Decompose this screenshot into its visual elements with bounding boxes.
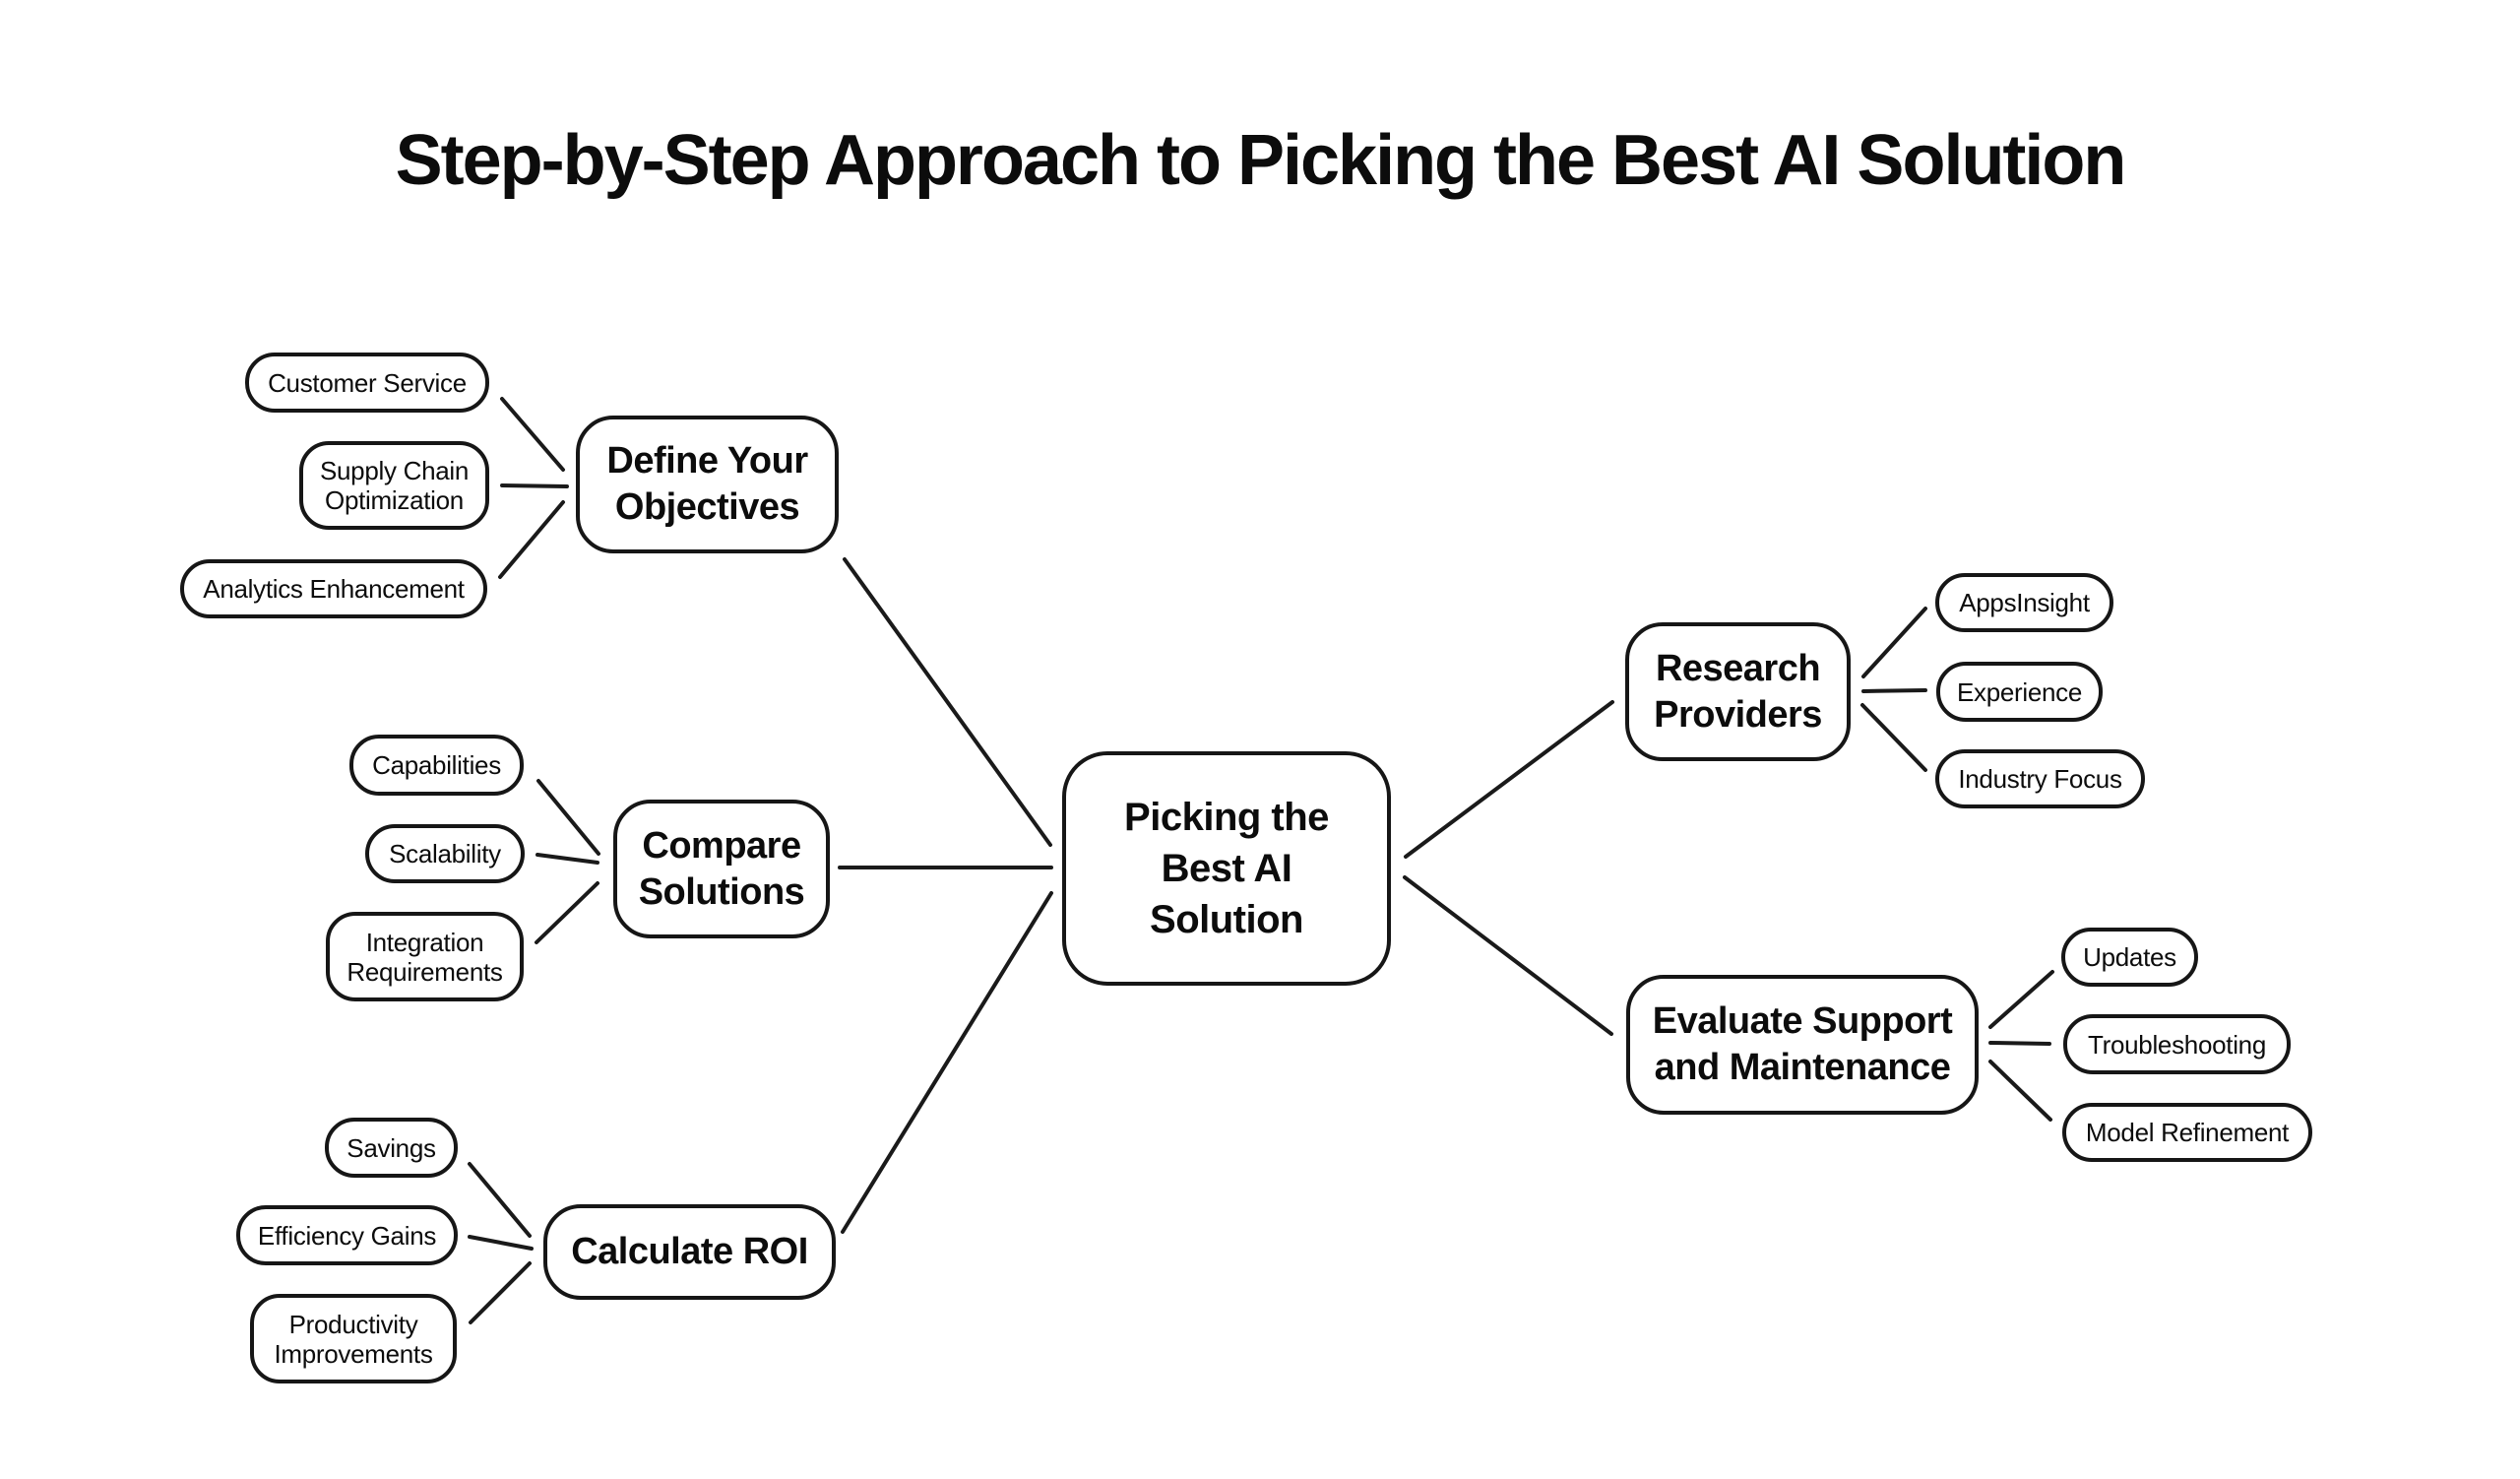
edge-root--evaluate-support-and-maintenance [1403, 875, 1613, 1036]
edge-research-providers--industry-focus [1860, 703, 1927, 772]
node-scalability: Scalability [365, 824, 525, 883]
node-define-your-objectives: Define Your Objectives [576, 416, 839, 553]
diagram-title: Step-by-Step Approach to Picking the Bes… [395, 121, 2127, 200]
edge-define-your-objectives--root [843, 557, 1052, 847]
edge-research-providers--appsinsight [1861, 607, 1927, 678]
edge-customer-service--define-your-objectives [500, 397, 565, 472]
node-picking-the-best-ai-solution: Picking the Best AI Solution [1062, 751, 1391, 986]
edge-capabilities--compare-solutions [536, 779, 600, 856]
node-analytics-enhancement: Analytics Enhancement [180, 559, 487, 618]
edge-integration-requirements--compare-solutions [535, 881, 599, 944]
node-calculate-roi: Calculate ROI [543, 1204, 836, 1300]
node-industry-focus: Industry Focus [1935, 749, 2145, 808]
node-integration-requirements: Integration Requirements [326, 912, 524, 1001]
node-research-providers: Research Providers [1625, 622, 1851, 761]
edge-efficiency-gains--calculate-roi [468, 1235, 534, 1251]
node-appsinsight: AppsInsight [1935, 573, 2113, 632]
edge-scalability--compare-solutions [536, 853, 599, 865]
node-model-refinement: Model Refinement [2062, 1103, 2312, 1162]
node-troubleshooting: Troubleshooting [2063, 1014, 2291, 1074]
edge-evaluate-support--updates [1988, 970, 2054, 1029]
node-productivity-improvements: Productivity Improvements [250, 1294, 457, 1383]
edge-research-providers--experience [1861, 688, 1927, 693]
edge-analytics-enhancement--define-your-objectives [498, 500, 565, 579]
node-capabilities: Capabilities [349, 735, 524, 796]
edge-savings--calculate-roi [468, 1162, 532, 1238]
edge-evaluate-support--troubleshooting [1988, 1041, 2051, 1046]
node-savings: Savings [325, 1118, 458, 1178]
edge-supply-chain-optimization--define-your-objectives [500, 483, 569, 488]
node-customer-service: Customer Service [245, 353, 489, 413]
node-evaluate-support-and-maintenance: Evaluate Support and Maintenance [1626, 975, 1979, 1115]
edge-root--research-providers [1404, 700, 1614, 859]
node-efficiency-gains: Efficiency Gains [236, 1205, 458, 1265]
node-compare-solutions: Compare Solutions [613, 800, 830, 938]
node-experience: Experience [1936, 662, 2103, 722]
edge-productivity-improvements--calculate-roi [469, 1261, 532, 1324]
node-updates: Updates [2061, 928, 2198, 987]
edge-calculate-roi--root [841, 891, 1053, 1234]
edge-evaluate-support--model-refinement [1988, 1060, 2052, 1122]
node-supply-chain-optimization: Supply Chain Optimization [299, 441, 489, 530]
